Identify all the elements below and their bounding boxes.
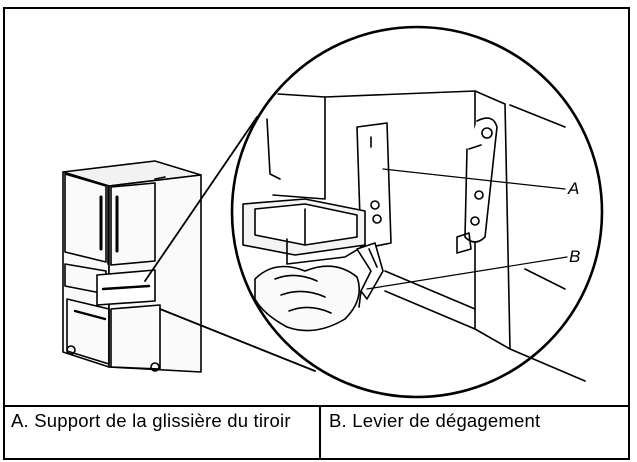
zoom-line-top	[144, 116, 258, 282]
leader-line-b	[366, 256, 568, 290]
callout-b: B	[569, 247, 580, 266]
zoom-line-bottom	[159, 308, 316, 372]
caption-b: B. Levier de dégagement	[329, 410, 541, 431]
refrigerator-drawer-illustration: A B	[62, 25, 604, 399]
refrigerator-overview	[62, 160, 202, 373]
magnified-view	[230, 25, 604, 399]
caption-row: A. Support de la glissière du tiroir B. …	[3, 405, 630, 460]
leader-line-a	[382, 168, 566, 190]
figure-frame	[3, 7, 630, 460]
callout-a: A	[567, 179, 579, 198]
caption-a: A. Support de la glissière du tiroir	[3, 407, 321, 460]
